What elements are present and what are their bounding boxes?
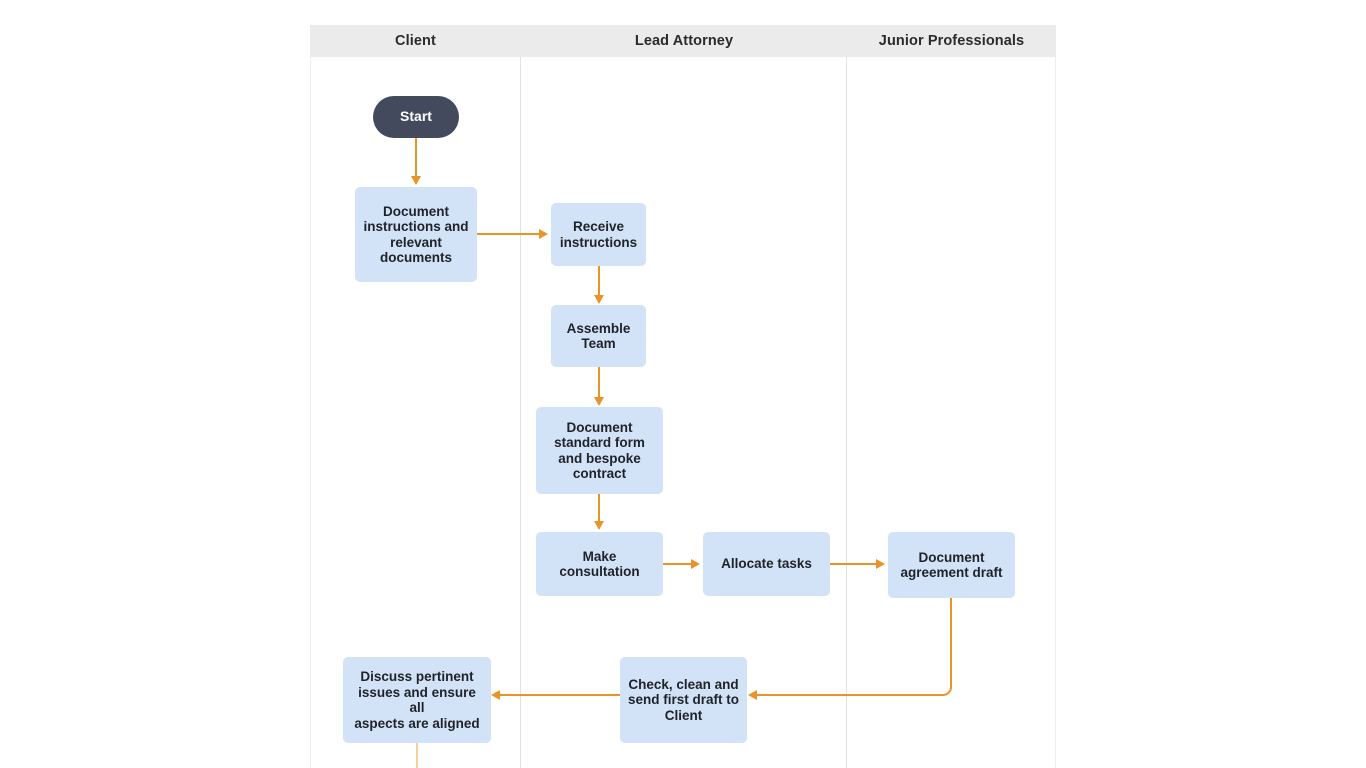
node-assemble-team-label: Assemble Team <box>566 320 631 352</box>
edge-make-consultation-to-allocate-tasks <box>663 563 692 565</box>
lane-header-client: Client <box>310 25 521 57</box>
node-discuss-pertinent-issues-label: Discuss pertinent issues and ensure all … <box>354 669 480 731</box>
arrowhead-receive-to-assemble <box>593 295 604 304</box>
node-discuss-pertinent-issues[interactable]: Discuss pertinent issues and ensure all … <box>343 657 491 743</box>
edge-allocate-tasks-to-document-agreement-draft <box>830 563 877 565</box>
node-start[interactable]: Start <box>373 96 459 138</box>
edge-document-agreement-draft-elbow <box>941 676 952 696</box>
node-allocate-tasks[interactable]: Allocate tasks <box>703 532 830 596</box>
lane-edge-right <box>1055 57 1056 768</box>
lane-header-lead-attorney: Lead Attorney <box>521 25 847 57</box>
node-document-instructions-label: Document instructions and relevant docum… <box>363 203 469 266</box>
edge-start-to-document-instructions <box>415 137 417 179</box>
arrowhead-start-to-document-instructions <box>410 176 421 185</box>
node-receive-instructions-label: Receive instructions <box>559 219 638 250</box>
edge-receive-to-assemble <box>598 266 600 298</box>
node-receive-instructions[interactable]: Receive instructions <box>551 203 646 266</box>
arrowhead-check-send-to-discuss-pertinent-issues <box>491 689 500 700</box>
edge-check-send-to-discuss-pertinent-issues <box>500 694 620 696</box>
node-allocate-tasks-label: Allocate tasks <box>721 556 812 572</box>
lane-edge-left <box>310 57 311 768</box>
node-document-agreement-draft[interactable]: Document agreement draft <box>888 532 1015 598</box>
edge-document-agreement-draft-down <box>950 597 952 685</box>
swimlane-header-row: Client Lead Attorney Junior Professional… <box>310 25 1056 57</box>
node-document-standard-form-label: Document standard form and bespoke contr… <box>554 419 645 482</box>
node-start-label: Start <box>400 108 432 125</box>
node-document-instructions[interactable]: Document instructions and relevant docum… <box>355 187 477 282</box>
arrowhead-document-agreement-draft-to-check-send <box>748 689 757 700</box>
lane-header-junior-professionals-label: Junior Professionals <box>878 33 1025 49</box>
lane-header-lead-attorney-label: Lead Attorney <box>634 33 734 49</box>
lane-header-client-label: Client <box>395 33 436 49</box>
node-check-clean-send-first-draft[interactable]: Check, clean and send first draft to Cli… <box>620 657 747 743</box>
arrowhead-make-consultation-to-allocate-tasks <box>691 558 700 569</box>
arrowhead-allocate-tasks-to-document-agreement-draft <box>876 558 885 569</box>
lane-divider-lead-junior <box>846 57 847 768</box>
arrowhead-document-standard-form-to-make-consultation <box>593 521 604 530</box>
node-make-consultation-label: Make consultation <box>559 548 640 580</box>
lane-header-junior-professionals: Junior Professionals <box>847 25 1056 57</box>
node-make-consultation[interactable]: Make consultation <box>536 532 663 596</box>
edge-document-standard-form-to-make-consultation <box>598 493 600 523</box>
edge-discuss-pertinent-issues-down <box>416 742 418 768</box>
node-document-agreement-draft-label: Document agreement draft <box>900 549 1003 581</box>
arrowhead-document-instructions-to-receive <box>539 228 548 239</box>
edge-document-instructions-to-receive <box>477 233 540 235</box>
edge-document-agreement-draft-to-check-send <box>757 694 942 696</box>
node-assemble-team[interactable]: Assemble Team <box>551 305 646 367</box>
lane-divider-client-lead <box>520 57 521 768</box>
arrowhead-assemble-to-document-standard-form <box>593 397 604 406</box>
node-check-clean-send-first-draft-label: Check, clean and send first draft to Cli… <box>627 676 739 723</box>
edge-assemble-to-document-standard-form <box>598 366 600 400</box>
node-document-standard-form[interactable]: Document standard form and bespoke contr… <box>536 407 663 494</box>
